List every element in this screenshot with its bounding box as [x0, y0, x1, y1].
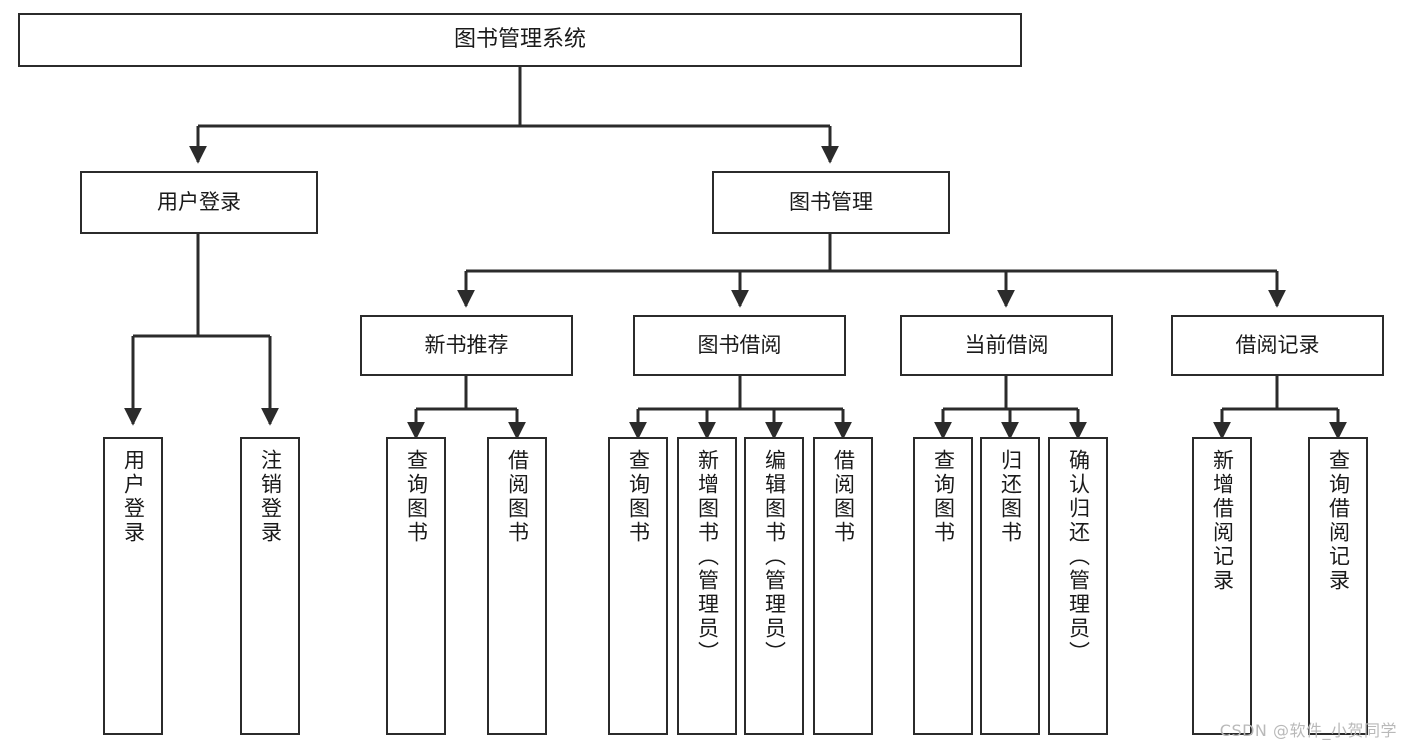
node-leaf-user-login-label: 用户登录	[121, 449, 146, 545]
node-current-borrow[interactable]: 当前借阅	[900, 315, 1113, 376]
node-leaf-logout-login[interactable]: 注销登录	[240, 437, 300, 735]
node-leaf-add-book[interactable]: 新增图书（管理员）	[677, 437, 737, 735]
node-leaf-borrow-book-1[interactable]: 借阅图书	[487, 437, 547, 735]
node-leaf-query-book-3-label: 查询图书	[931, 449, 956, 545]
node-leaf-borrow-book-2[interactable]: 借阅图书	[813, 437, 873, 735]
node-leaf-query-record-label: 查询借阅记录	[1326, 449, 1351, 593]
node-leaf-return-book[interactable]: 归还图书	[980, 437, 1040, 735]
node-borrow-record-label: 借阅记录	[1235, 333, 1320, 358]
node-new-book-recommend-label: 新书推荐	[424, 333, 509, 358]
node-leaf-edit-book[interactable]: 编辑图书（管理员）	[744, 437, 804, 735]
node-book-manage-label: 图书管理	[789, 190, 873, 215]
node-new-book-recommend[interactable]: 新书推荐	[360, 315, 573, 376]
node-leaf-user-login[interactable]: 用户登录	[103, 437, 163, 735]
node-book-borrow[interactable]: 图书借阅	[633, 315, 846, 376]
node-leaf-query-book-1[interactable]: 查询图书	[386, 437, 446, 735]
node-leaf-add-book-label: 新增图书（管理员）	[695, 449, 720, 665]
node-leaf-add-record[interactable]: 新增借阅记录	[1192, 437, 1252, 735]
node-leaf-query-book-2[interactable]: 查询图书	[608, 437, 668, 735]
node-leaf-query-book-3[interactable]: 查询图书	[913, 437, 973, 735]
node-leaf-query-book-2-label: 查询图书	[626, 449, 651, 545]
node-root[interactable]: 图书管理系统	[18, 13, 1022, 67]
node-leaf-borrow-book-1-label: 借阅图书	[505, 449, 530, 545]
node-leaf-query-book-1-label: 查询图书	[404, 449, 429, 545]
node-leaf-logout-login-label: 注销登录	[258, 449, 283, 545]
node-leaf-add-record-label: 新增借阅记录	[1210, 449, 1235, 593]
node-book-manage[interactable]: 图书管理	[712, 171, 950, 234]
node-leaf-edit-book-label: 编辑图书（管理员）	[762, 449, 787, 665]
node-leaf-return-book-label: 归还图书	[998, 449, 1023, 545]
node-leaf-borrow-book-2-label: 借阅图书	[831, 449, 856, 545]
node-current-borrow-label: 当前借阅	[964, 333, 1049, 358]
node-borrow-record[interactable]: 借阅记录	[1171, 315, 1384, 376]
node-book-borrow-label: 图书借阅	[697, 333, 782, 358]
node-user-login[interactable]: 用户登录	[80, 171, 318, 234]
node-leaf-confirm-return-label: 确认归还（管理员）	[1066, 449, 1091, 665]
node-user-login-label: 用户登录	[157, 190, 241, 215]
node-leaf-confirm-return[interactable]: 确认归还（管理员）	[1048, 437, 1108, 735]
node-leaf-query-record[interactable]: 查询借阅记录	[1308, 437, 1368, 735]
node-root-label: 图书管理系统	[453, 27, 586, 53]
